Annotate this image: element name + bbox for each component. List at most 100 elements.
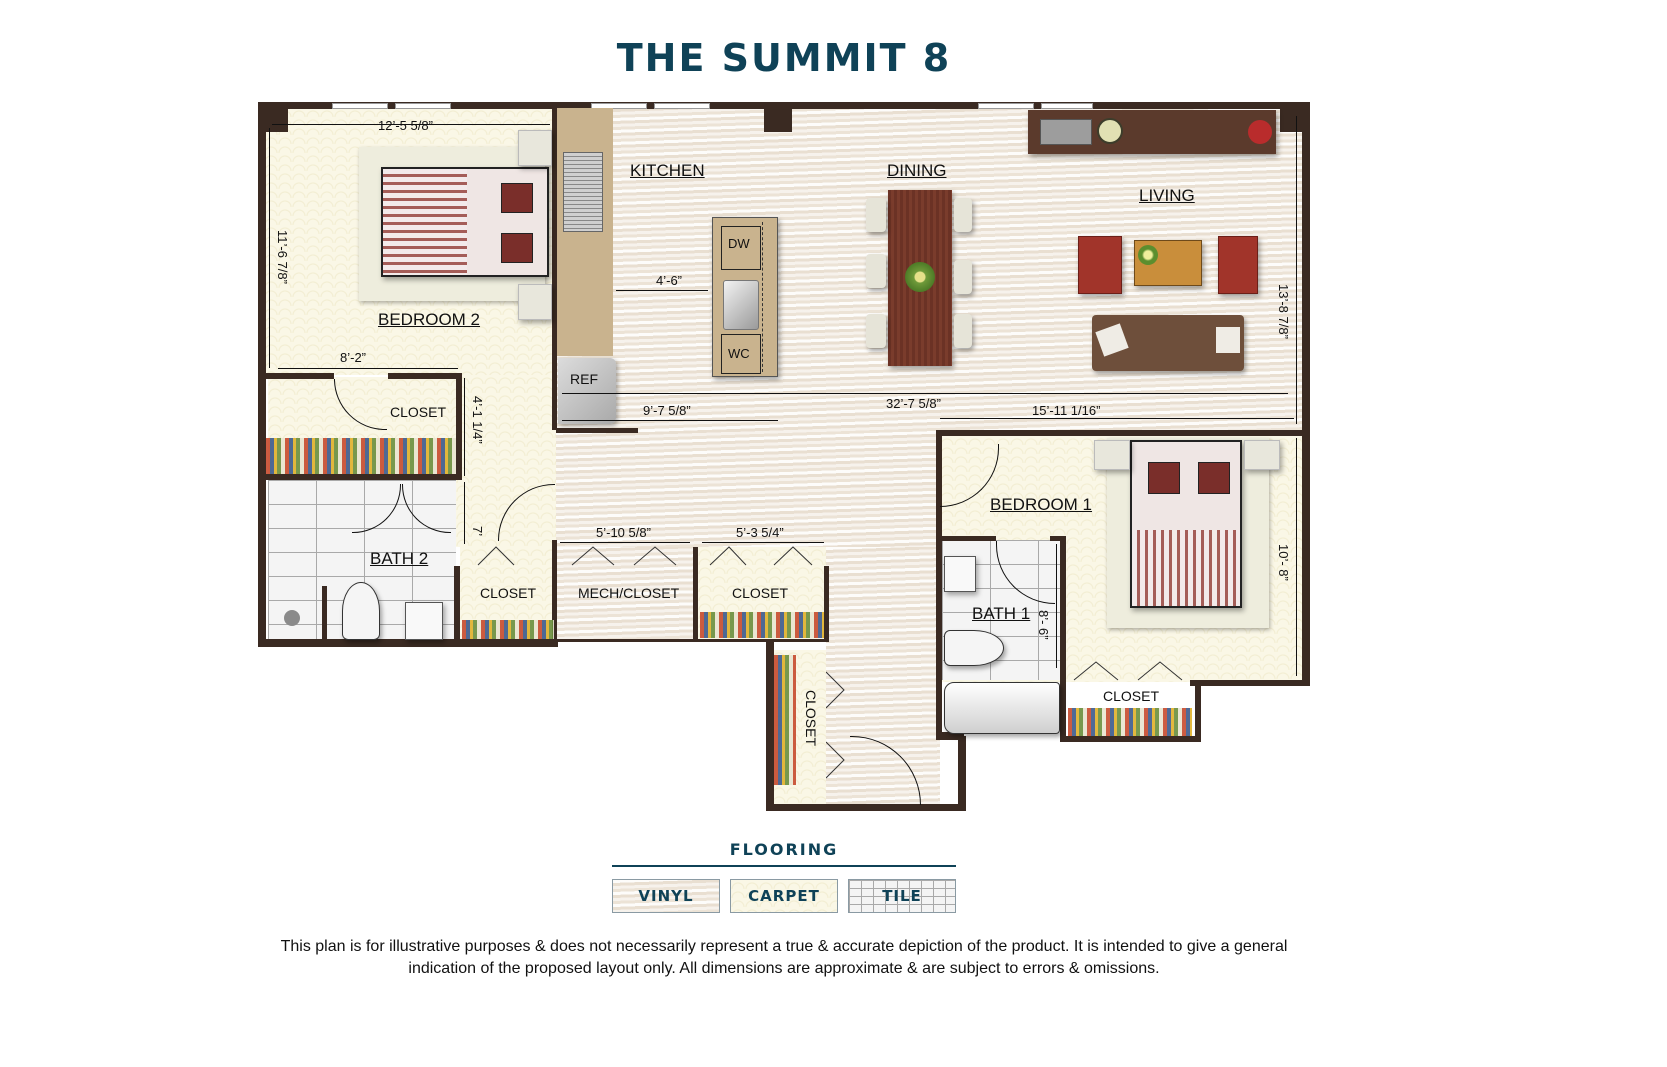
wall-closet-mid-right — [824, 566, 829, 642]
dim-b2-height: 11’-6 7/8” — [275, 230, 290, 284]
dining-chair — [866, 254, 886, 288]
bed-blanket — [383, 169, 467, 275]
bedroom2-bed — [381, 167, 549, 277]
wall-closet-bath2 — [264, 474, 462, 480]
wall-b1-bottom — [1060, 736, 1200, 742]
kitchen-counter — [557, 108, 613, 356]
ref-label: REF — [570, 371, 598, 387]
legend-carpet: CARPET — [730, 879, 838, 913]
bedroom1-bed — [1130, 440, 1242, 608]
dim-kitchen-to-wall: 9’-7 5/8” — [643, 403, 691, 418]
wine-cooler — [721, 334, 761, 374]
corner-post-right — [1280, 102, 1310, 132]
dim-closet-mid-width: 5’-3 5/4” — [736, 525, 784, 540]
dim-living-height: 13’-8 7/8” — [1276, 284, 1291, 339]
mech-closet-label: MECH/CLOSET — [578, 585, 680, 601]
closet-hall-label: CLOSET — [480, 585, 537, 601]
corner-post-left — [258, 102, 288, 132]
toilet-icon — [944, 630, 1004, 666]
wall-bath1-top — [936, 536, 996, 541]
living-label: LIVING — [1139, 186, 1195, 205]
dim-b1-width: 15’-11 1/16” — [1032, 403, 1101, 418]
dim-line — [940, 418, 1294, 419]
closet-entry-label: CLOSET — [803, 690, 819, 747]
dishwasher — [721, 226, 761, 270]
dim-line — [464, 378, 465, 476]
dw-label: DW — [728, 236, 750, 251]
wall-b2-kitchen — [552, 108, 557, 430]
nightstand — [518, 130, 552, 166]
toilet-icon — [342, 582, 380, 640]
dim-line — [278, 368, 458, 369]
wall-b1-left — [936, 430, 942, 740]
dim-line — [464, 482, 465, 544]
closet-rack — [266, 438, 456, 474]
wall-right — [1302, 102, 1310, 686]
wall-entry-bottom — [766, 804, 966, 811]
dining-label: DINING — [887, 161, 947, 180]
closet-rack — [700, 612, 824, 638]
dim-line — [1296, 438, 1297, 676]
kitchen-label: KITCHEN — [630, 161, 705, 180]
dim-kitchen-aisle: 4’-6” — [656, 273, 683, 288]
bath1-label: BATH 1 — [972, 604, 1031, 623]
bedroom2-label: BEDROOM 2 — [378, 310, 481, 329]
closet-rack — [462, 620, 554, 639]
dim-line — [272, 124, 550, 125]
dim-line — [616, 290, 708, 291]
dim-line — [562, 420, 778, 421]
shower-head-icon — [284, 610, 300, 626]
dim-overall-width: 32’-7 5/8” — [886, 396, 941, 411]
bed-blanket — [1132, 530, 1240, 606]
dim-line — [1296, 116, 1297, 424]
sink-icon — [723, 280, 759, 330]
dining-chair — [954, 314, 972, 348]
sink-icon — [944, 556, 976, 592]
wall-left — [258, 102, 266, 647]
pillow — [501, 233, 533, 263]
decor-icon — [1097, 118, 1123, 144]
wall-b2-closet-right — [456, 373, 462, 479]
dim-line — [269, 128, 270, 368]
armchair — [1218, 236, 1258, 294]
pillow — [1148, 462, 1180, 494]
wall-b1-top — [936, 430, 1310, 436]
dim-b2-closet-width: 8’-2” — [340, 350, 367, 365]
sofa-pillow — [1216, 327, 1240, 353]
decor-icon — [1248, 120, 1272, 144]
wall-bath1-top-right — [1050, 536, 1066, 541]
closet-b2-label: CLOSET — [390, 404, 447, 420]
closet-rack — [1068, 708, 1192, 736]
wall-bath2-inner — [322, 586, 327, 642]
plant-icon — [905, 262, 935, 292]
dim-hall-seven: 7’ — [470, 526, 485, 537]
disclaimer: This plan is for illustrative purposes &… — [240, 936, 1328, 980]
dining-chair — [866, 198, 886, 232]
disclaimer-line-2: indication of the proposed layout only. … — [408, 960, 1160, 977]
bifold-doors — [826, 671, 845, 779]
wall-b2-closet-top-left — [264, 373, 334, 379]
dining-chair — [954, 260, 972, 294]
wall-entry-left — [766, 642, 774, 810]
window — [978, 103, 1034, 109]
closet-rack — [774, 655, 796, 785]
nightstand — [1244, 440, 1280, 470]
sink-icon — [405, 602, 443, 640]
bath2-label: BATH 2 — [370, 549, 429, 568]
armchair — [1078, 236, 1122, 294]
plant-icon — [1138, 245, 1158, 265]
wall-entry-right — [958, 736, 966, 811]
wall-bottom-mid — [556, 639, 828, 642]
window — [1041, 103, 1093, 109]
window — [654, 103, 710, 109]
dim-line — [1056, 544, 1057, 668]
dining-chair — [866, 314, 886, 348]
bifold-doors — [477, 546, 813, 566]
dim-line — [562, 393, 1288, 394]
wall-mech-right — [693, 547, 698, 642]
dim-mech-width: 5’-10 5/8” — [596, 525, 651, 540]
wc-label: WC — [728, 346, 750, 361]
dim-b2-closet-height: 4’-1 1/4” — [470, 396, 485, 444]
dim-line — [560, 542, 690, 543]
wall-b1-step — [1195, 680, 1201, 742]
